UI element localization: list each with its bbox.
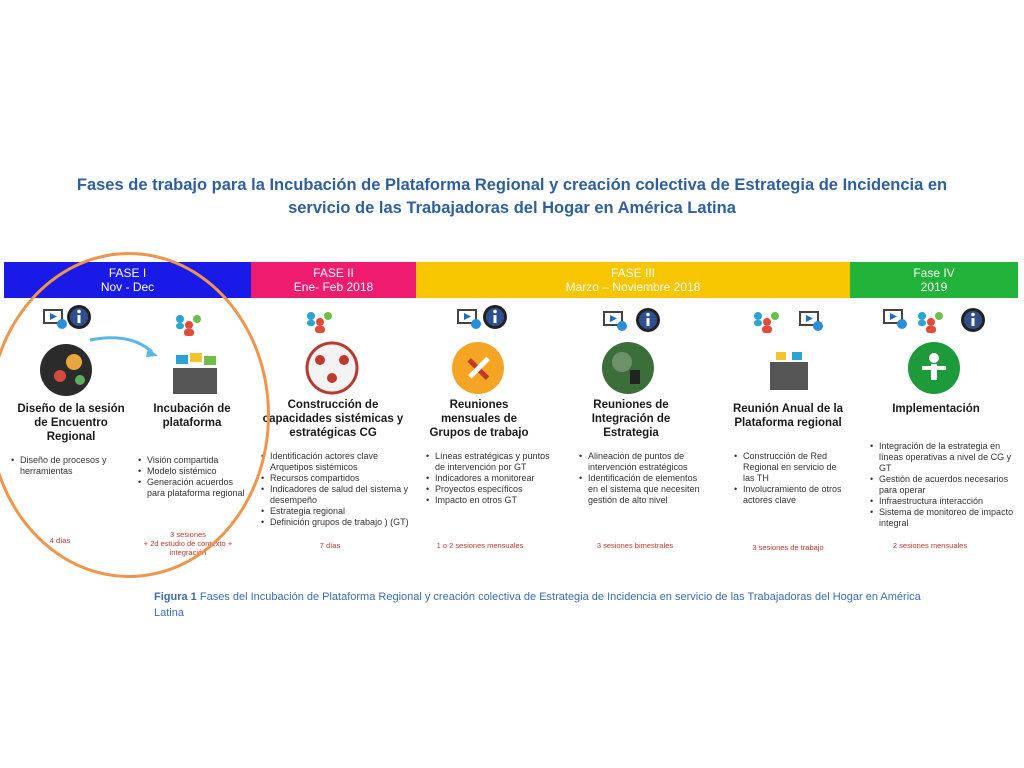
step-7-bullets: Integración de la estrategia en líneas o… <box>869 441 1021 529</box>
phase-4-period: 2019 <box>920 280 948 294</box>
video-icon <box>883 309 908 330</box>
phase-4-name: Fase IV <box>913 266 955 280</box>
title-line-1: Fases de trabajo para la Incubación de P… <box>76 176 948 194</box>
list-item: Construcción de Red Regional en servicio… <box>734 451 849 484</box>
phase-2-period: Ene- Feb 2018 <box>293 280 374 294</box>
step-7-name: Implementación <box>892 403 980 415</box>
video-icon <box>603 311 628 332</box>
crowd-icon <box>766 350 812 392</box>
list-item: Identificación actores clave Arquetipos … <box>261 451 418 473</box>
diagram-title: Fases de trabajo para la Incubación de P… <box>40 174 984 220</box>
title-line-2: servicio de las Trabajadoras del Hogar e… <box>288 199 736 217</box>
chalkboard-icon <box>602 342 654 394</box>
phase-3-name: FASE III <box>610 266 655 280</box>
people-icon <box>918 312 943 333</box>
phase-band-2: FASE II Ene- Feb 2018 <box>251 262 416 298</box>
phase-band-3: FASE III Marzo – Noviembre 2018 <box>416 262 850 298</box>
implementation-icon <box>908 342 960 394</box>
highlight-circle <box>0 252 270 578</box>
step-6-duration: 3 sesiones de trabajo <box>752 543 824 552</box>
phase-3-period: Marzo – Noviembre 2018 <box>565 280 701 294</box>
group-circle-icon <box>305 341 359 395</box>
list-item: Indicadores a monitorear <box>426 473 553 484</box>
people-icon <box>754 312 779 333</box>
list-item: Integración de la estrategia en líneas o… <box>870 441 1021 474</box>
step-4-name: Reuniones mensuales de Grupos de trabajo <box>429 399 529 439</box>
step-4-bullets: Líneas estratégicas y puntos de interven… <box>425 451 553 506</box>
list-item: Estrategia regional <box>261 506 418 517</box>
tools-icon <box>452 342 504 394</box>
step-3-name: Construcción de capacidades sistémicas y… <box>262 399 404 439</box>
list-item: Gestión de acuerdos necesarios para oper… <box>870 474 1021 496</box>
figure-caption: Figura 1 Fases del Incubación de Platafo… <box>154 589 934 621</box>
list-item: Proyectos específicos <box>426 484 553 495</box>
step-5-bullets: Alineación de puntos de intervención est… <box>578 451 700 506</box>
list-item: Impacto en otros GT <box>426 495 553 506</box>
info-icon <box>483 305 507 329</box>
list-item: Identificación de elementos en el sistem… <box>579 473 700 506</box>
phase-2-name: FASE II <box>313 266 354 280</box>
step-4-duration: 1 o 2 sesiones mensuales <box>436 541 524 550</box>
list-item: Infraestructura interacción <box>870 496 1021 507</box>
step-3-bullets: Identificación actores clave Arquetipos … <box>260 451 418 528</box>
step-6-bullets: Construcción de Red Regional en servicio… <box>733 451 849 506</box>
step-6-name: Reunión Anual de la Plataforma regional <box>732 403 844 429</box>
caption-text: Fases del Incubación de Plataforma Regio… <box>154 591 921 619</box>
info-icon <box>961 308 985 332</box>
people-icon <box>307 312 332 333</box>
list-item: Definición grupos de trabajo ) (GT) <box>261 517 418 528</box>
caption-label: Figura 1 <box>154 591 197 603</box>
list-item: Líneas estratégicas y puntos de interven… <box>426 451 553 473</box>
video-icon <box>457 309 482 330</box>
video-icon <box>799 311 824 332</box>
list-item: Indicadores de salud del sistema y desem… <box>261 484 418 506</box>
step-5-name: Reuniones de Integración de Estrategia <box>591 399 671 439</box>
info-icon <box>636 308 660 332</box>
list-item: Sistema de monitoreo de impacto integral <box>870 507 1021 529</box>
step-7-duration: 2 sesiones mensuales <box>892 541 968 550</box>
list-item: Recursos compartidos <box>261 473 418 484</box>
phase-band-4: Fase IV 2019 <box>850 262 1018 298</box>
step-3-duration: 7 días <box>319 541 341 550</box>
step-5-duration: 3 sesiones bimestrales <box>596 541 674 550</box>
list-item: Alineación de puntos de intervención est… <box>579 451 700 473</box>
list-item: Involucramiento de otros actores clave <box>734 484 849 506</box>
